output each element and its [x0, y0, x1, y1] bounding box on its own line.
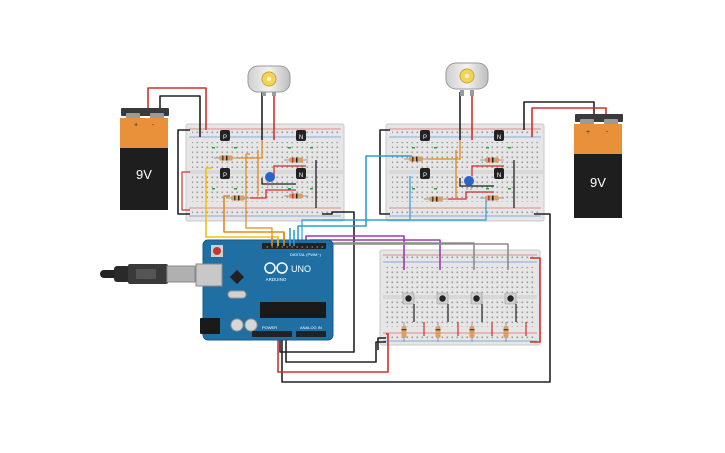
wire-black	[523, 101, 595, 130]
svg-text:P: P	[223, 173, 227, 179]
wire-black	[379, 129, 390, 215]
button-array	[401, 292, 527, 342]
svg-text:P: P	[423, 135, 427, 141]
battery-minus-label: -	[606, 129, 609, 136]
resistor[interactable]	[214, 155, 238, 161]
wire-red	[181, 171, 190, 211]
resistor[interactable]	[435, 322, 441, 342]
h-bridge-left: P N P N	[212, 130, 317, 208]
battery-plus-label: +	[586, 129, 590, 136]
dc-motor-right[interactable]	[445, 62, 489, 96]
capacitor[interactable]	[265, 172, 275, 186]
push-button[interactable]	[470, 292, 483, 305]
resistor[interactable]	[480, 195, 504, 201]
resistor[interactable]	[480, 157, 504, 163]
usb-cable[interactable]	[100, 264, 196, 284]
wire-red	[147, 87, 207, 130]
resistor[interactable]	[503, 322, 509, 342]
wire-red	[530, 257, 541, 343]
resistor[interactable]	[404, 156, 428, 162]
battery-voltage-label: 9V	[136, 167, 152, 182]
battery-9v-left[interactable]: + - 9V	[120, 108, 169, 210]
resistor[interactable]	[284, 193, 308, 199]
resistor[interactable]	[284, 157, 308, 163]
svg-text:N: N	[497, 173, 501, 179]
h-bridge-right: P N P N	[404, 130, 515, 208]
wire-black	[279, 211, 355, 353]
arduino-uno[interactable]: UNO ARDUINO DIGITAL (PWM~) POWER ANALOG …	[195, 239, 334, 341]
wire-blue	[322, 176, 411, 221]
svg-text:N: N	[299, 173, 303, 179]
transistor-p[interactable]: P	[220, 168, 230, 179]
svg-text:P: P	[223, 135, 227, 141]
breadboard-left[interactable]	[185, 123, 345, 222]
transistor-p[interactable]: P	[420, 168, 430, 179]
wire-red	[277, 333, 389, 373]
svg-text:N: N	[497, 135, 501, 141]
svg-text:N: N	[299, 135, 303, 141]
dc-motor-left[interactable]	[247, 65, 291, 96]
transistor-n[interactable]: N	[296, 130, 306, 141]
transistor-n[interactable]: N	[494, 168, 504, 179]
wire-black	[285, 338, 386, 363]
capacitor[interactable]	[464, 176, 474, 190]
svg-text:P: P	[423, 173, 427, 179]
wire-red	[531, 107, 607, 137]
wire-black	[159, 95, 201, 137]
push-button[interactable]	[436, 292, 449, 305]
transistor-n[interactable]: N	[494, 130, 504, 141]
battery-voltage-label: 9V	[590, 175, 606, 190]
wire-black	[177, 129, 190, 215]
resistor[interactable]	[401, 322, 407, 342]
battery-plus-label: +	[134, 122, 138, 129]
transistor-p[interactable]: P	[420, 130, 430, 141]
wire-blue	[297, 155, 412, 246]
wire-black	[281, 213, 551, 383]
arduino-brand: UNO	[291, 264, 311, 274]
transistor-p[interactable]: P	[220, 130, 230, 141]
diode-marks	[412, 147, 511, 190]
power-header-label: POWER	[262, 325, 277, 330]
battery-minus-label: -	[152, 122, 155, 129]
wire-black	[377, 337, 386, 350]
push-button[interactable]	[402, 292, 415, 305]
analog-header-label: ANALOG IN	[300, 325, 322, 330]
arduino-logo	[264, 262, 288, 274]
transistor-n[interactable]: N	[296, 168, 306, 179]
resistor[interactable]	[469, 322, 475, 342]
digital-header-label: DIGITAL (PWM~)	[290, 252, 322, 257]
resistor[interactable]	[226, 195, 250, 201]
breadboard-buttons[interactable]	[379, 249, 541, 346]
battery-9v-right[interactable]: + - 9V	[574, 114, 623, 218]
reset-button[interactable]	[211, 245, 223, 257]
wire-orange	[245, 153, 273, 248]
push-button[interactable]	[504, 292, 517, 305]
diode-marks	[212, 147, 313, 190]
resistor[interactable]	[424, 196, 448, 202]
arduino-maker: ARDUINO	[266, 277, 287, 282]
